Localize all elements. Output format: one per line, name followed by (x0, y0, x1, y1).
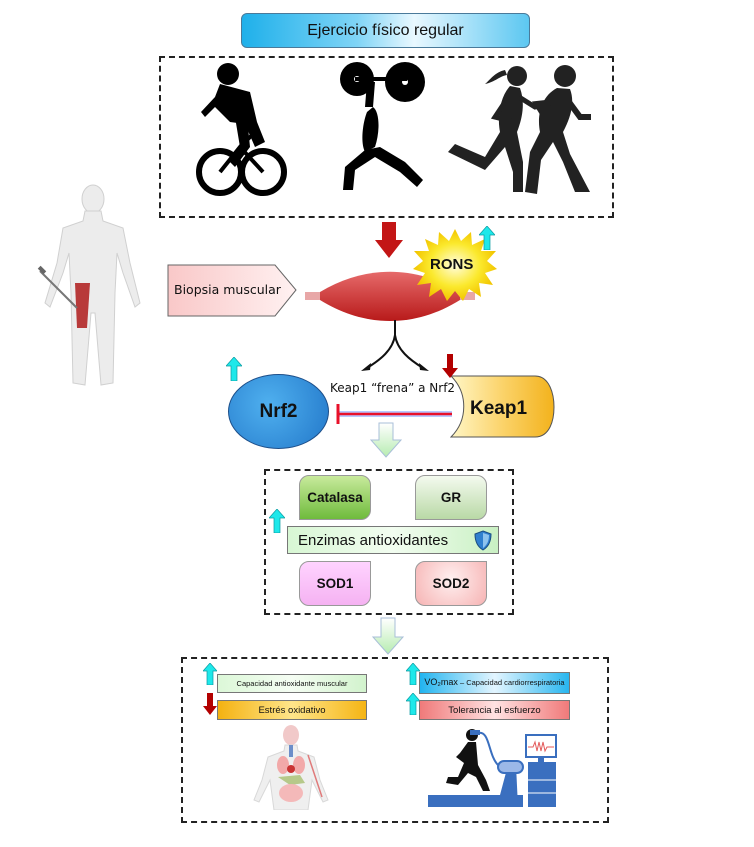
enzyme-catalasa-label: Catalasa (307, 490, 363, 505)
nrf2-up-arrow-icon (226, 357, 242, 381)
title-box: Ejercicio físico regular (241, 13, 530, 48)
runners-icon (448, 65, 591, 194)
nrf2-node: Nrf2 (228, 374, 329, 449)
outcome-effort-tolerance-label: Tolerancia al esfuerzo (448, 704, 541, 716)
enzyme-gr-label: GR (440, 490, 462, 505)
enzyme-sod2: SOD2 (415, 561, 487, 606)
rons-label: RONS (430, 256, 474, 273)
enzyme-sod1: SOD1 (299, 561, 371, 606)
flow-arrow-icon (372, 617, 404, 655)
outcome-vo2max-label: VO₂max – Capacidad cardiorrespiratoria (424, 677, 565, 688)
vo2max-main: VO₂max (424, 677, 458, 688)
rons-burst-icon (413, 229, 497, 301)
outcomes-panel (181, 657, 609, 823)
enzyme-gr: GR (415, 475, 487, 520)
keap1-label: Keap1 (470, 398, 528, 419)
flow-arrow-icon (370, 422, 402, 458)
outcome-antioxidant-capacity: Capacidad antioxidante muscular (217, 674, 367, 693)
enzymes-title-bar: Enzimas antioxidantes (287, 526, 499, 554)
treadmill-test-icon (428, 729, 557, 807)
inhibition-label: Keap1 “frena” a Nrf2 (330, 381, 456, 395)
enzymes-up-arrow-icon (269, 509, 285, 533)
vo2max-up-arrow-icon (406, 663, 420, 685)
title-text: Ejercicio físico regular (307, 21, 464, 39)
nrf2-label: Nrf2 (259, 400, 298, 422)
enzyme-sod1-label: SOD1 (316, 576, 354, 591)
enzymes-title: Enzimas antioxidantes (298, 531, 449, 549)
down-arrow-muscle-icon (375, 222, 403, 258)
keap1-node (450, 375, 555, 438)
weightlifter-icon (340, 62, 425, 190)
human-organs-icon (253, 725, 329, 810)
outcome-oxidative-stress-label: Estrés oxidativo (258, 704, 326, 716)
outcome-antioxidant-label: Capacidad antioxidante muscular (236, 679, 348, 688)
keap1-down-arrow-icon (442, 354, 458, 378)
inhibition-line-icon (336, 404, 452, 424)
effort-tolerance-up-arrow-icon (406, 693, 420, 715)
exercise-panel (159, 56, 614, 218)
enzyme-catalasa: Catalasa (299, 475, 371, 520)
biopsy-pentagon (167, 264, 297, 317)
rons-up-arrow-icon (479, 226, 495, 250)
cyclist-icon (196, 63, 287, 196)
split-arrows-icon (361, 320, 429, 371)
enzyme-sod2-label: SOD2 (432, 576, 470, 591)
outcome-vo2max: VO₂max – Capacidad cardiorrespiratoria (419, 672, 570, 694)
human-body-biopsy-icon (37, 184, 141, 386)
outcome-oxidative-stress: Estrés oxidativo (217, 700, 367, 720)
antioxidant-up-arrow-icon (203, 663, 217, 685)
biopsy-label: Biopsia muscular (174, 282, 281, 297)
enzymes-panel (264, 469, 514, 615)
oxidative-stress-down-arrow-icon (203, 693, 217, 715)
vo2max-sub: – Capacidad cardiorrespiratoria (457, 678, 565, 688)
outcome-effort-tolerance: Tolerancia al esfuerzo (419, 700, 570, 720)
shield-icon (474, 530, 492, 551)
